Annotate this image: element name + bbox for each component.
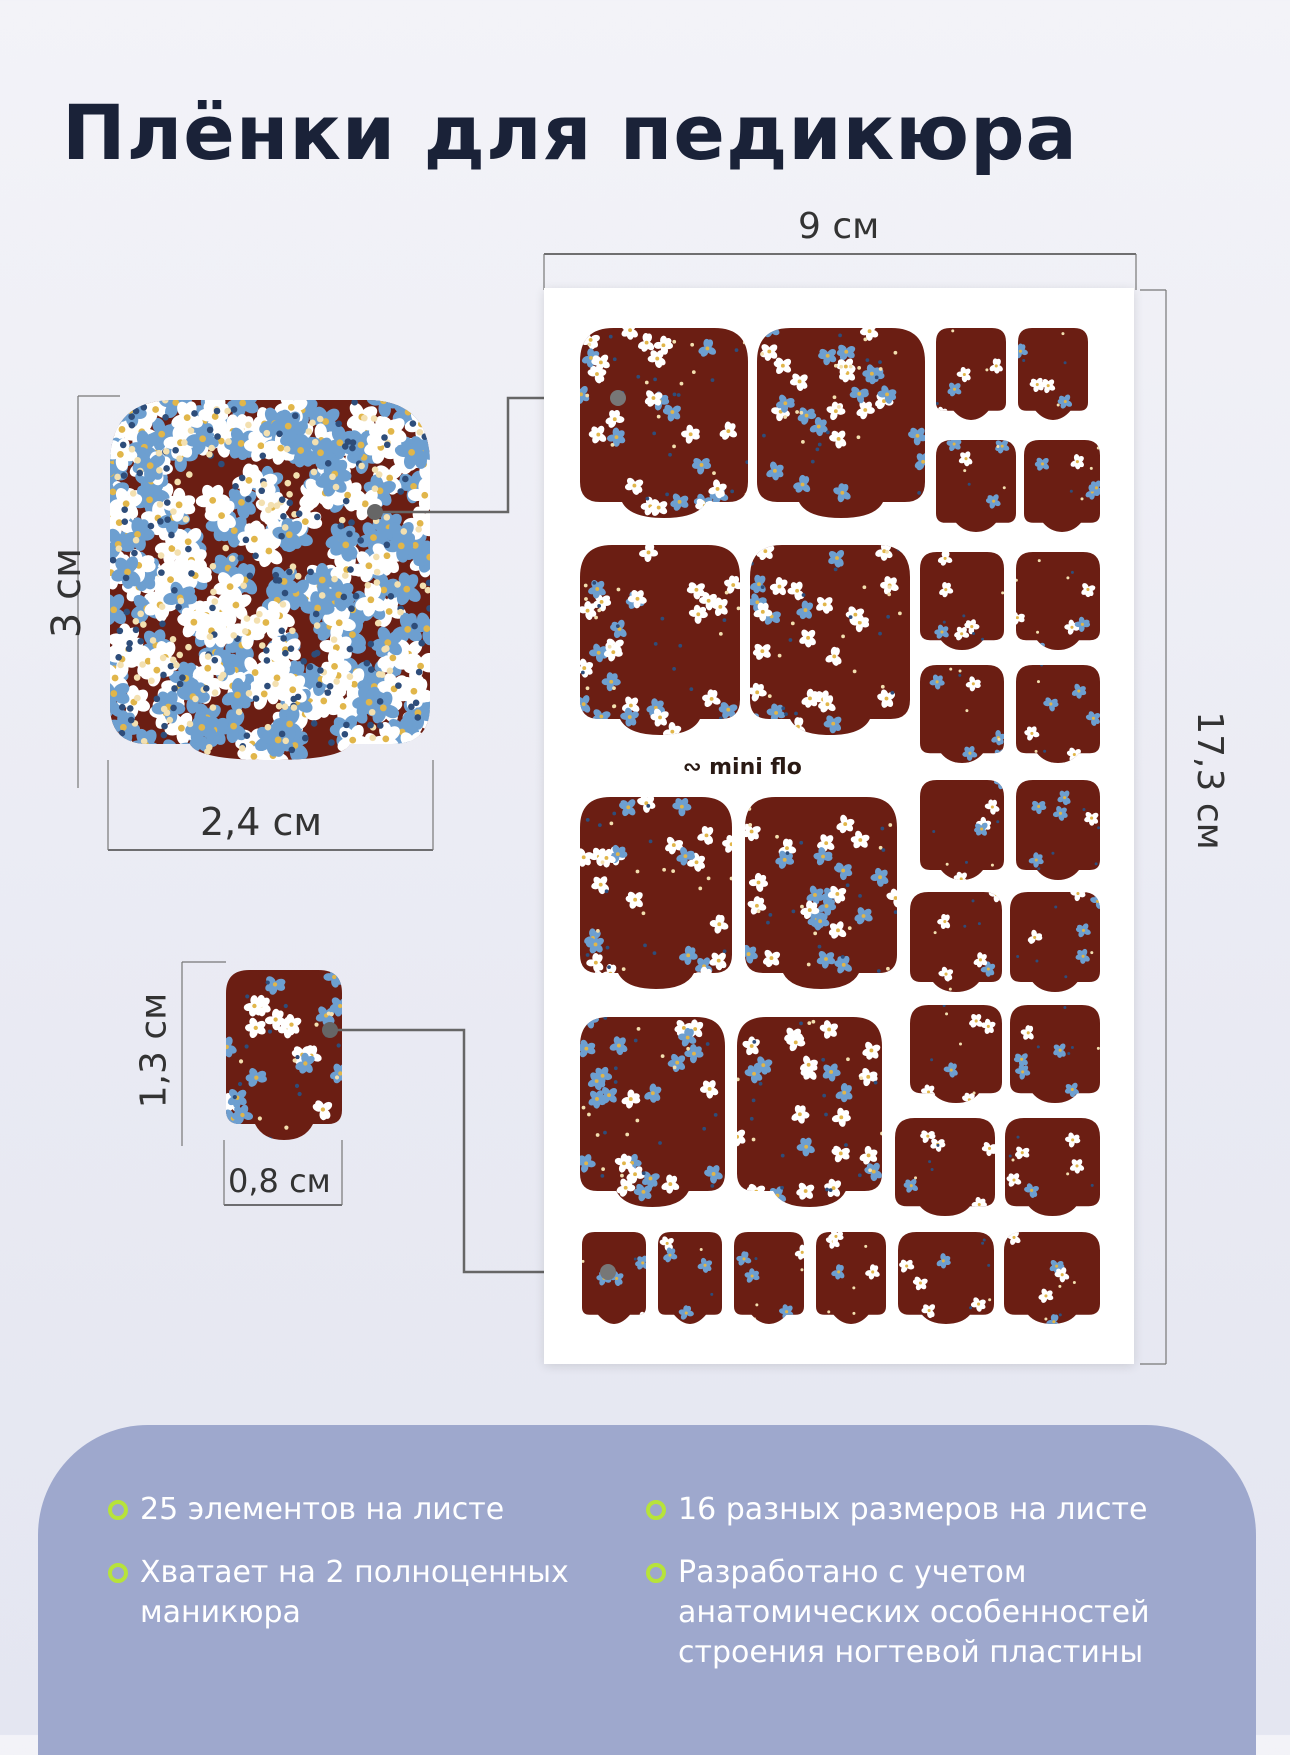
- small-width-label: 0,8 см: [228, 1162, 331, 1200]
- nail-sticker: [1016, 780, 1100, 880]
- bullet-icon: [108, 1500, 128, 1520]
- sheet-height-label: 17,3 см: [1189, 711, 1230, 850]
- blue-flower-icon: [581, 507, 601, 526]
- nail-sticker: [1010, 1005, 1100, 1103]
- nail-sticker: [936, 436, 1016, 532]
- sticker-shape: [1016, 552, 1100, 650]
- bullet-icon: [108, 1563, 128, 1583]
- feature-item: 25 элементов на листе: [108, 1490, 628, 1530]
- sticker-shape: [1016, 780, 1100, 880]
- brand-mark-icon: ∾: [683, 755, 701, 780]
- nail-sticker: [727, 1017, 884, 1215]
- nail-sticker: [895, 1118, 998, 1216]
- nail-sticker: [574, 542, 744, 742]
- nail-sticker: [658, 1232, 722, 1324]
- small-height-label: 1,3 см: [133, 993, 174, 1109]
- sticker-shape: [816, 1232, 886, 1324]
- feature-text: 16 разных размеров на листе: [678, 1490, 1147, 1530]
- large-height-label: 3 см: [44, 548, 90, 638]
- feature-item: 16 разных размеров на листе: [646, 1490, 1206, 1530]
- feature-item: Хватает на 2 полноценных маникюра: [108, 1553, 628, 1633]
- sticker-shape: [910, 892, 1002, 992]
- nail-sticker: [1012, 328, 1088, 420]
- sticker-shape: [1016, 665, 1100, 763]
- nail-sticker: [1024, 440, 1103, 532]
- leader-dot: [610, 390, 626, 406]
- brand-logo: ∾ mini flo: [683, 755, 802, 780]
- nail-sticker: [1004, 1229, 1100, 1329]
- nail-sticker: [910, 886, 1005, 992]
- nail-sticker: [734, 1232, 810, 1324]
- nail-sticker: [1010, 552, 1100, 656]
- nail-sticker: [1010, 886, 1105, 992]
- sticker-shape: [1024, 440, 1100, 532]
- sticker-shape: [936, 328, 1006, 420]
- nail-sticker: [574, 793, 742, 989]
- blue-flower-icon: [738, 1195, 758, 1215]
- sheet-width-label: 9 см: [798, 206, 879, 247]
- blue-flower-icon: [741, 711, 761, 730]
- bullet-icon: [646, 1500, 666, 1520]
- nail-sticker: [757, 320, 933, 523]
- feature-text: Разработано с учетом анатомических особе…: [678, 1553, 1206, 1673]
- nail-sticker: [910, 1004, 1002, 1107]
- white-flower-icon: [889, 502, 909, 522]
- nail-sticker: [576, 1009, 725, 1207]
- sticker-shape: [734, 1232, 804, 1324]
- feature-text: Хватает на 2 полноценных маникюра: [140, 1553, 628, 1633]
- white-flower-icon: [895, 503, 915, 523]
- nail-sticker: [920, 774, 1010, 887]
- nail-sticker: [920, 665, 1008, 764]
- sticker-shape: [936, 440, 1016, 532]
- sticker-shape: [920, 665, 1004, 763]
- nail-sticker: [741, 541, 910, 737]
- bullet-icon: [646, 1563, 666, 1583]
- sticker-shape: [1005, 1118, 1100, 1216]
- nail-sticker: [920, 550, 1004, 650]
- nail-sticker: [571, 320, 749, 527]
- large-width-label: 2,4 см: [200, 800, 322, 844]
- nail-sticker: [1005, 1118, 1100, 1216]
- feature-item: Разработано с учетом анатомических особе…: [646, 1553, 1206, 1673]
- nail-sticker: [739, 797, 906, 989]
- nail-sticker: [816, 1228, 886, 1324]
- sticker-shape: [1004, 1232, 1100, 1324]
- sticker-shape: [737, 1017, 882, 1207]
- brand-name: mini flo: [709, 755, 802, 780]
- nail-sticker: [581, 1232, 651, 1327]
- feature-text: 25 элементов на листе: [140, 1490, 504, 1530]
- nail-sticker: [898, 1232, 994, 1324]
- sticker-shape: [1018, 328, 1088, 420]
- nail-sticker: [1016, 664, 1101, 763]
- leader-dot: [600, 1264, 616, 1280]
- nail-sticker: [933, 328, 1006, 422]
